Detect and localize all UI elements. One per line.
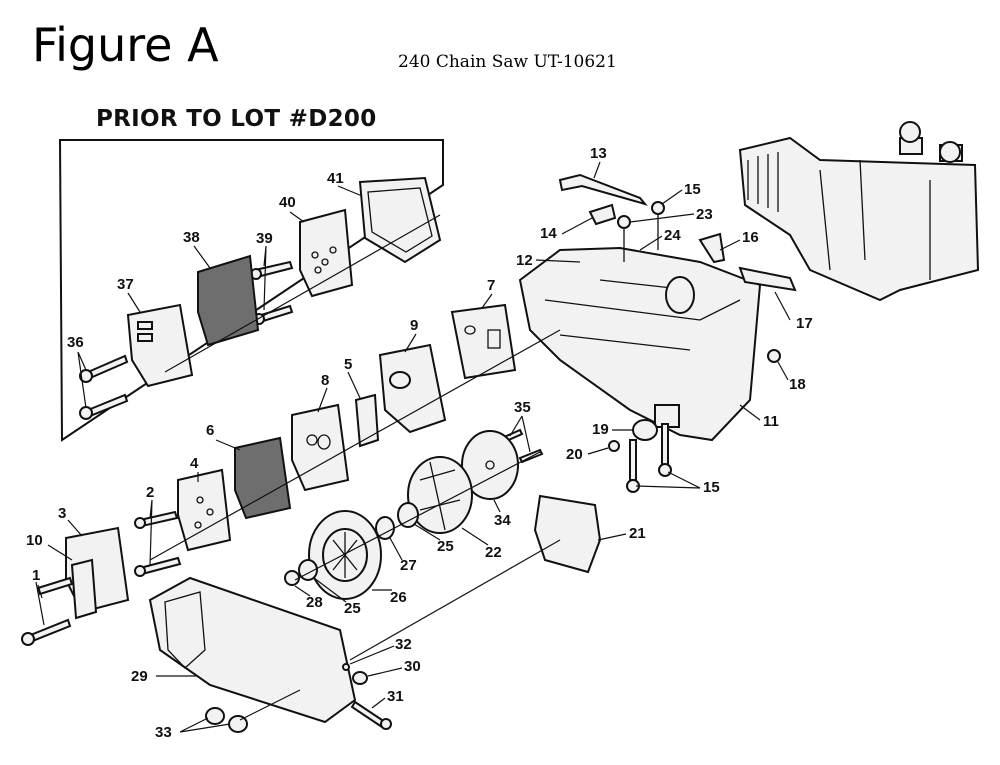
part-1-bolts <box>21 576 74 646</box>
label-17: 17 <box>796 315 813 332</box>
label-27: 27 <box>400 557 417 574</box>
label-14: 14 <box>540 225 557 242</box>
label-12: 12 <box>516 252 533 269</box>
label-4: 4 <box>190 455 199 472</box>
label-20: 20 <box>566 446 583 463</box>
part-7-plate <box>450 303 517 380</box>
label-1: 1 <box>32 567 40 584</box>
label-28: 28 <box>306 594 323 611</box>
label-29: 29 <box>131 668 148 685</box>
part-41-muffler-shell <box>358 176 442 264</box>
label-9: 9 <box>410 317 418 334</box>
label-5: 5 <box>344 356 352 373</box>
part-11-housing <box>518 246 762 442</box>
part-9-muffler-cup <box>378 343 447 434</box>
label-39: 39 <box>256 230 273 247</box>
part-20-screw <box>608 440 620 452</box>
label-10: 10 <box>26 532 43 549</box>
label-21: 21 <box>629 525 646 542</box>
label-30: 30 <box>404 658 421 675</box>
part-16-bracket <box>698 232 726 264</box>
label-23: 23 <box>696 206 713 223</box>
label-22: 22 <box>485 544 502 561</box>
label-15-top: 15 <box>684 181 701 198</box>
part-34-clutch-plate <box>461 430 519 500</box>
figure-title: Figure A <box>32 18 219 72</box>
label-15-bottom: 15 <box>703 479 720 496</box>
label-31: 31 <box>387 688 404 705</box>
part-10-plate <box>70 558 98 620</box>
part-33-nuts <box>205 707 248 733</box>
label-16: 16 <box>742 229 759 246</box>
label-25-upper: 25 <box>437 538 454 555</box>
label-37: 37 <box>117 276 134 293</box>
part-14-clip <box>588 203 617 226</box>
label-36: 36 <box>67 334 84 351</box>
part-19-spacer <box>632 419 658 441</box>
part-2-screws <box>134 510 182 577</box>
label-13: 13 <box>590 145 607 162</box>
label-6: 6 <box>206 422 214 439</box>
part-31-bolt <box>350 700 392 730</box>
label-8: 8 <box>321 372 329 389</box>
part-29-chain-cover <box>148 576 357 724</box>
label-34: 34 <box>494 512 511 529</box>
part-26-clutch-drum <box>308 510 382 600</box>
part-15-screws-top <box>617 201 665 262</box>
part-18-nut <box>767 349 781 363</box>
part-4-baffle <box>177 468 232 552</box>
label-leaders <box>35 161 791 733</box>
model-caption: 240 Chain Saw UT-10621 <box>398 52 617 72</box>
label-18: 18 <box>789 376 806 393</box>
label-26: 26 <box>390 589 407 606</box>
part-36-bolts <box>79 354 129 420</box>
label-19: 19 <box>592 421 609 438</box>
part-40-baffle <box>299 208 354 298</box>
engine-assembly <box>738 121 980 302</box>
part-21-guard-plate <box>533 494 602 574</box>
part-30-washer <box>352 671 368 685</box>
part-22-clutch <box>407 456 473 534</box>
inset-frame <box>58 139 444 442</box>
label-3: 3 <box>58 505 66 522</box>
part-6-gasket <box>234 436 292 520</box>
label-35: 35 <box>514 399 531 416</box>
label-38: 38 <box>183 229 200 246</box>
part-32-pin <box>342 663 350 671</box>
part-17-plate <box>738 266 797 292</box>
label-7: 7 <box>487 277 495 294</box>
label-2: 2 <box>146 484 154 501</box>
part-37-muffler-cover <box>126 303 194 388</box>
part-8-baffle <box>291 403 350 492</box>
inset-title: PRIOR TO LOT #D200 <box>96 106 377 132</box>
label-25-lower: 25 <box>344 600 361 617</box>
label-11: 11 <box>763 413 779 430</box>
part-28-nut <box>284 570 300 586</box>
label-32: 32 <box>395 636 412 653</box>
part-38-gasket <box>197 254 260 347</box>
part-5-shield <box>354 393 380 448</box>
part-13-lever <box>558 173 648 206</box>
label-24: 24 <box>664 227 681 244</box>
part-25-washer-upper <box>397 502 419 528</box>
part-15-bolts-bottom <box>626 423 672 493</box>
label-40: 40 <box>279 194 296 211</box>
label-41: 41 <box>327 170 344 187</box>
label-33: 33 <box>155 724 172 741</box>
part-labels: 1 2 3 4 5 6 7 8 9 10 11 12 13 14 15 15 1… <box>26 145 813 741</box>
